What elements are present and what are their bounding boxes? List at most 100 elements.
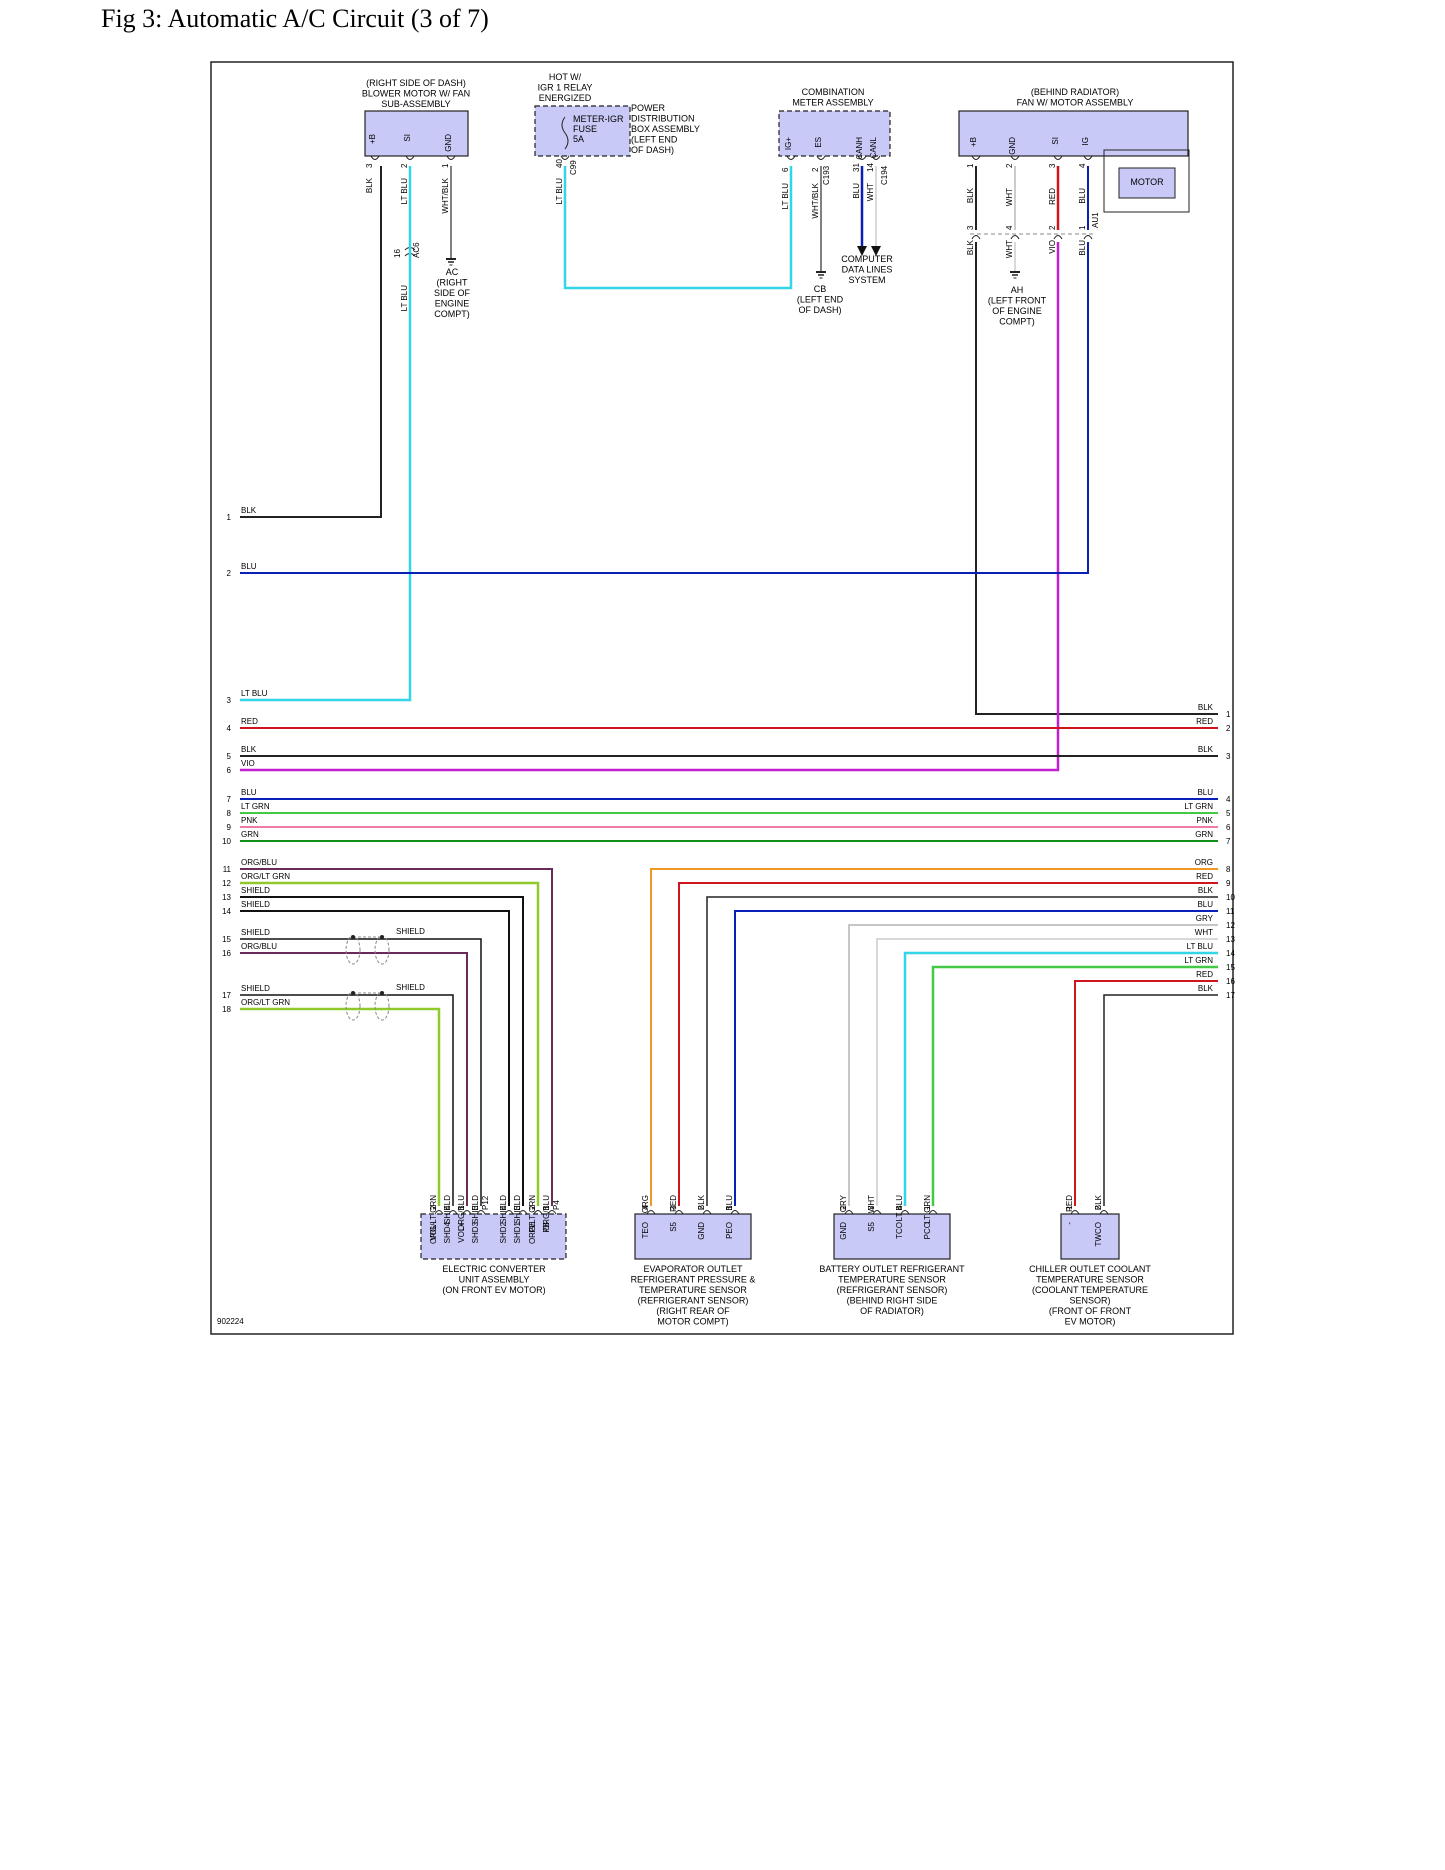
meter-pin-num: 31 bbox=[852, 163, 861, 172]
left-pin-num: 8 bbox=[227, 809, 232, 818]
pin-nub bbox=[971, 155, 981, 160]
pin-nub bbox=[816, 155, 826, 160]
wire-evap-org bbox=[650, 868, 1218, 1206]
fuse-label: 5A bbox=[573, 134, 584, 144]
relay-caption: ENERGIZED bbox=[539, 93, 592, 103]
fan-pin-num: 4 bbox=[1078, 163, 1087, 168]
meter-wire-label: WHT/BLK bbox=[811, 182, 820, 218]
right-wire-label: GRY bbox=[1196, 914, 1214, 923]
left-wire-label: BLU bbox=[241, 788, 257, 797]
pin-nub bbox=[370, 155, 380, 160]
left-wire-label: GRN bbox=[241, 830, 259, 839]
fan-pin-label: IG bbox=[1081, 137, 1090, 145]
evap-wire-label: BLK bbox=[697, 1194, 706, 1210]
right-pin-num: 6 bbox=[1226, 823, 1231, 832]
wire-cv-orgblu bbox=[240, 868, 553, 1206]
shield-symbol bbox=[345, 935, 361, 965]
converter-conn: P4 bbox=[552, 1200, 561, 1210]
meter-pin-label: IG+ bbox=[784, 137, 793, 150]
left-wire-label: SHIELD bbox=[241, 928, 270, 937]
wire-cv-shield-15 bbox=[240, 938, 482, 1206]
shield-node bbox=[380, 935, 384, 939]
wire-bat-ltgrn bbox=[931, 965, 1218, 1206]
pin-nub bbox=[646, 1210, 656, 1215]
evap-pin-num: 2 bbox=[697, 1205, 706, 1210]
pin-nub bbox=[1083, 235, 1093, 240]
battery-wire-label: GRY bbox=[839, 1194, 848, 1212]
ac-wire-label: LT BLU bbox=[400, 285, 409, 312]
pin-nub bbox=[928, 1210, 938, 1215]
left-pin-num: 11 bbox=[223, 865, 232, 874]
chiller-wire-label: BLK bbox=[1094, 1194, 1103, 1210]
left-pin-num: 10 bbox=[222, 837, 231, 846]
battery-sensor-box bbox=[833, 1213, 951, 1260]
pin-nub bbox=[871, 155, 881, 160]
pin-nub bbox=[872, 1210, 882, 1215]
chiller-caption: (COOLANT TEMPERATURE bbox=[1032, 1285, 1148, 1295]
chiller-pin-label: - bbox=[1065, 1222, 1074, 1225]
pdb-caption: POWER bbox=[631, 103, 666, 113]
converter-pin-num: 1 bbox=[457, 1205, 466, 1210]
left-wire-label: BLK bbox=[241, 506, 257, 515]
arrow-canl bbox=[871, 246, 881, 256]
fan-pin-num: 3 bbox=[1048, 163, 1057, 168]
left-pin-num: 7 bbox=[227, 795, 232, 804]
pdb-caption: OF DASH) bbox=[631, 145, 674, 155]
battery-pin-num: 2 bbox=[839, 1205, 848, 1210]
wire-fan-blu bbox=[240, 242, 1089, 574]
chiller-caption: (FRONT OF FRONT bbox=[1049, 1306, 1132, 1316]
blower-caption: BLOWER MOTOR W/ FAN bbox=[362, 89, 470, 99]
battery-wire-label: LT BLU bbox=[895, 1195, 904, 1222]
right-wire-label: BLU bbox=[1197, 788, 1213, 797]
wire-cv-orgltgrn bbox=[240, 881, 540, 1206]
pin-nub bbox=[434, 1210, 444, 1215]
chiller-pin-num: 2 bbox=[1094, 1205, 1103, 1210]
evaporator-box bbox=[634, 1213, 752, 1260]
fan-caption: FAN W/ MOTOR ASSEMBLY bbox=[1017, 98, 1134, 108]
pin-nub bbox=[560, 155, 570, 160]
left-wire-label: LT GRN bbox=[241, 802, 270, 811]
data-lines-label: SYSTEM bbox=[848, 275, 885, 285]
right-pin-num: 12 bbox=[1226, 921, 1235, 930]
right-pin-num: 5 bbox=[1226, 809, 1231, 818]
right-wire-label: RED bbox=[1196, 717, 1213, 726]
right-pin-num: 10 bbox=[1226, 893, 1235, 902]
relay-caption: HOT W/ bbox=[549, 72, 582, 82]
right-wire-label: BLK bbox=[1198, 886, 1214, 895]
left-pin-num: 17 bbox=[222, 991, 231, 1000]
left-wire-label: ORG/BLU bbox=[241, 942, 277, 951]
blower-pin-num: 1 bbox=[441, 163, 450, 168]
evap-pin-label: GND bbox=[697, 1222, 706, 1240]
evap-caption: MOTOR COMPT) bbox=[657, 1317, 728, 1327]
converter-box bbox=[420, 1213, 567, 1260]
ground-ah-label: OF ENGINE bbox=[992, 306, 1042, 316]
converter-pin-label: SHD4 bbox=[443, 1221, 452, 1243]
converter-wire-label: ORG/LT GRN bbox=[528, 1195, 537, 1244]
ac-conn: AC6 bbox=[412, 242, 421, 258]
fan-pin-num: 2 bbox=[1005, 163, 1014, 168]
blower-pin-num: 2 bbox=[400, 163, 409, 168]
ground-ac-label: ENGINE bbox=[435, 299, 470, 309]
evap-caption: TEMPERATURE SENSOR bbox=[639, 1285, 747, 1295]
right-wire-label: PNK bbox=[1197, 816, 1214, 825]
converter-pin-num: 4 bbox=[443, 1205, 452, 1210]
converter-pin-label: PB bbox=[542, 1222, 551, 1233]
blower-pin-label: SI bbox=[403, 134, 412, 142]
fan-lower-wire-label: WHT bbox=[1005, 240, 1014, 258]
left-pin-num: 14 bbox=[222, 907, 231, 916]
converter-wire-label: ORG/BLU bbox=[542, 1195, 551, 1231]
chiller-caption: CHILLER OUTLET COOLANT bbox=[1029, 1264, 1151, 1274]
left-pin-num: 13 bbox=[222, 893, 231, 902]
right-pin-num: 14 bbox=[1226, 949, 1235, 958]
pin-nub bbox=[518, 1210, 528, 1215]
left-wire-label: PNK bbox=[241, 816, 258, 825]
left-pin-num: 16 bbox=[222, 949, 231, 958]
fan-caption: (BEHIND RADIATOR) bbox=[1031, 87, 1119, 97]
fan-wire-label: WHT bbox=[1005, 188, 1014, 206]
pdb-caption: (LEFT END bbox=[631, 135, 678, 145]
right-pin-num: 11 bbox=[1226, 907, 1235, 916]
data-lines-label: COMPUTER bbox=[841, 254, 893, 264]
pin-nub bbox=[476, 1210, 486, 1215]
blower-wire-label: LT BLU bbox=[400, 178, 409, 205]
wire-evap-blu bbox=[734, 910, 1218, 1206]
